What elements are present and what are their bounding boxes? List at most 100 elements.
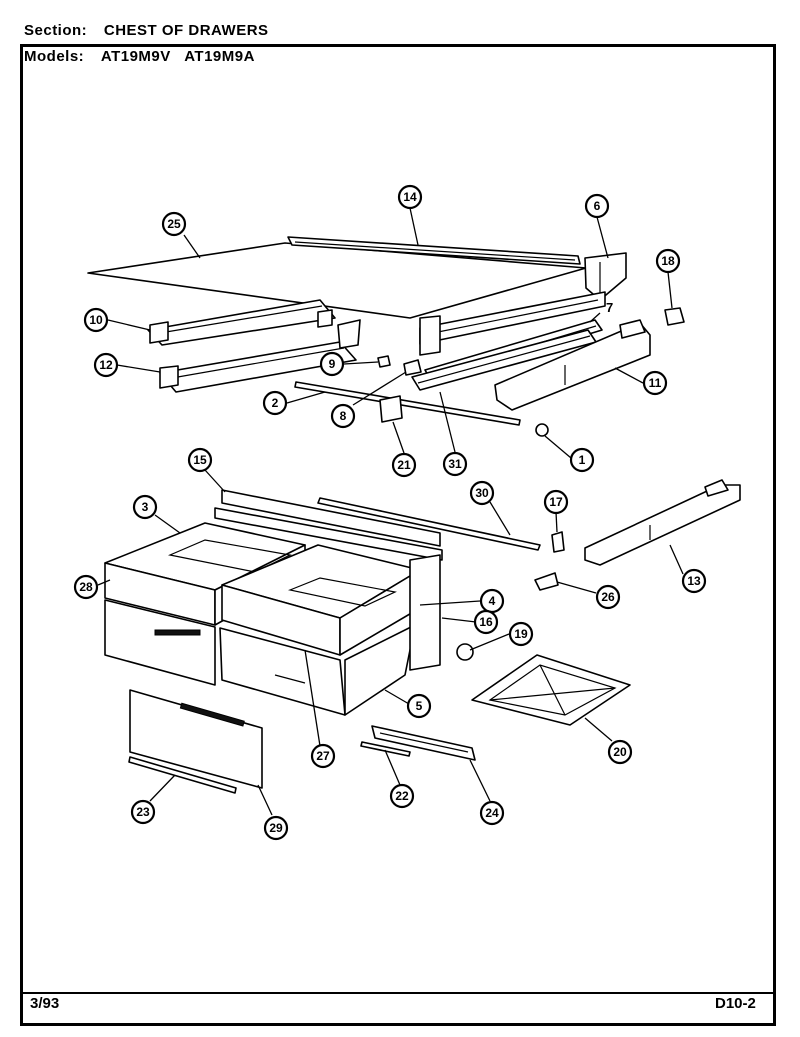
models-label: Models: (24, 48, 85, 65)
callout-8-label: 8 (340, 409, 347, 423)
callout-25: 25 (161, 211, 187, 237)
bracket-21 (379, 395, 403, 423)
callout-22: 22 (389, 783, 415, 809)
side-rail-11 (494, 319, 651, 411)
callout-22-label: 22 (395, 789, 409, 803)
callout-14: 14 (397, 184, 423, 210)
callout-9: 9 (319, 351, 345, 377)
callout-23-label: 23 (136, 805, 150, 819)
callout-8: 8 (330, 403, 356, 429)
rod-2 (294, 381, 521, 426)
callout-20-label: 20 (613, 745, 627, 759)
callout-28: 28 (73, 574, 99, 600)
section-label: Section: (24, 22, 88, 39)
callout-21: 21 (391, 452, 417, 478)
cam-1 (535, 423, 549, 437)
divider-16 (409, 554, 441, 671)
callout-2: 2 (262, 390, 288, 416)
callout-18-label: 18 (661, 254, 675, 268)
section-heading: Section: CHEST OF DRAWERS (24, 22, 269, 39)
rod-30 (317, 497, 541, 551)
footer-page-code: D10-2 (715, 995, 756, 1012)
trim-22 (360, 741, 411, 757)
callout-28-label: 28 (79, 580, 93, 594)
latch-19 (456, 643, 474, 661)
leader-lines (97, 207, 684, 816)
callout-15: 15 (187, 447, 213, 473)
front-panel-29 (129, 689, 263, 789)
callout-17: 17 (543, 489, 569, 515)
callout-11-label: 11 (649, 376, 662, 390)
callout-3: 3 (132, 494, 158, 520)
callout-16-label: 16 (479, 615, 493, 629)
callout-27-label: 27 (316, 749, 330, 763)
side-rail-13 (584, 479, 741, 566)
callout-27: 27 (310, 743, 336, 769)
callout-14-label: 14 (403, 190, 417, 204)
callout-1: 1 (569, 447, 595, 473)
footer-date: 3/93 (30, 995, 60, 1012)
callout-19-label: 19 (514, 627, 528, 641)
callout-18: 18 (655, 248, 681, 274)
callout-5: 5 (406, 693, 432, 719)
trim-strip-14 (287, 236, 581, 265)
callout-25-label: 25 (167, 217, 181, 231)
handle-24 (371, 725, 476, 761)
clip-9 (377, 355, 391, 368)
drawer-4 (221, 544, 421, 656)
cam-26 (534, 572, 559, 591)
models-heading: Models: AT19M9V AT19M9A (24, 48, 255, 65)
rail-right-upper (419, 291, 606, 356)
callout-7-label: 7 (606, 300, 613, 315)
callout-3-label: 3 (142, 500, 149, 514)
callout-26-label: 26 (601, 590, 615, 604)
section-value: CHEST OF DRAWERS (103, 22, 269, 39)
callout-15-label: 15 (193, 453, 207, 467)
callout-16: 16 (473, 609, 499, 635)
callout-9-label: 9 (329, 357, 336, 371)
callout-19: 19 (508, 621, 534, 647)
drawer-front-lower-left (104, 599, 216, 686)
trim-23 (128, 756, 237, 794)
callout-29: 29 (263, 815, 289, 841)
rail-12 (159, 319, 361, 393)
footer-divider (23, 992, 773, 994)
callout-13: 13 (681, 568, 707, 594)
callout-23: 23 (130, 799, 156, 825)
callout-21-label: 21 (397, 458, 411, 472)
callout-10-label: 10 (89, 313, 103, 327)
callout-17-label: 17 (549, 495, 563, 509)
callout-11: 11 (642, 370, 668, 396)
pin-17 (551, 531, 565, 553)
rail-10 (147, 299, 336, 346)
bracket-8 (403, 359, 422, 376)
callout-4: 4 (479, 588, 505, 614)
callout-6: 6 (584, 193, 610, 219)
front-rail-15 (214, 489, 443, 561)
callout-20: 20 (607, 739, 633, 765)
clip-18 (664, 307, 685, 326)
callout-24-label: 24 (485, 806, 499, 820)
callout-1-label: 1 (579, 453, 586, 467)
callout-26: 26 (595, 584, 621, 610)
callout-12: 12 (93, 352, 119, 378)
drawer-5 (219, 624, 416, 716)
models-value: AT19M9V AT19M9A (100, 48, 255, 65)
callout-30-label: 30 (475, 486, 489, 500)
cover-20 (471, 654, 631, 726)
callout-2-label: 2 (272, 396, 279, 410)
callout-4-label: 4 (489, 594, 496, 608)
diagram-frame (20, 44, 776, 1026)
callout-31-label: 31 (448, 457, 462, 471)
callout-6-label: 6 (594, 199, 601, 213)
callout-29-label: 29 (269, 821, 283, 835)
callout-30: 30 (469, 480, 495, 506)
callout-24: 24 (479, 800, 505, 826)
callout-10: 10 (83, 307, 109, 333)
callout-12-label: 12 (99, 358, 113, 372)
callout-7: 7 (606, 300, 613, 315)
callout-13-label: 13 (687, 574, 701, 588)
callout-5-label: 5 (416, 699, 423, 713)
callout-31: 31 (442, 451, 468, 477)
